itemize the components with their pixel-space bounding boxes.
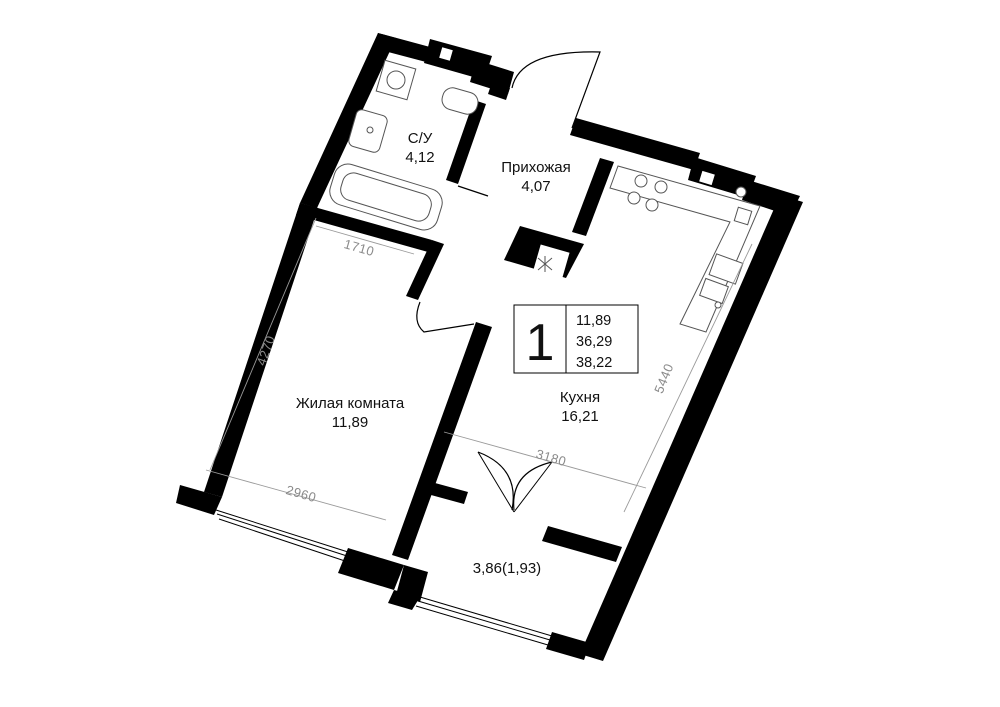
vent-fan-icon (537, 256, 553, 272)
entrance-door (511, 51, 601, 129)
bathroom-door (457, 185, 489, 197)
washing-machine-icon (375, 59, 417, 101)
boiler-icon (733, 186, 753, 226)
badge-total-area: 36,29 (576, 334, 612, 350)
badge-living-area: 11,89 (576, 313, 611, 329)
bathroom-fixtures (329, 59, 479, 231)
svg-text:1710: 1710 (342, 236, 376, 259)
bathtub-icon (329, 163, 443, 231)
room-label-balcony: 3,86(1,93) (473, 560, 541, 577)
inner-walls (392, 82, 622, 562)
dim-kitchen-height: 5440 (651, 361, 676, 395)
doors (416, 51, 601, 513)
kitchen-fixtures (537, 165, 761, 333)
room-label-bathroom: С/У 4,12 (405, 130, 434, 166)
room-label-hallway: Прихожая 4,07 (501, 159, 571, 195)
kitchen-area: 16,21 (561, 408, 599, 425)
room-label-living: Жилая комната 11,89 (296, 395, 405, 431)
rooms-count: 1 (526, 314, 555, 372)
outer-walls (176, 33, 803, 661)
window-living (215, 509, 349, 562)
kitchen-name: Кухня (560, 389, 600, 406)
balcony-area: 3,86(1,93) (473, 560, 541, 577)
badge-total-area-with-balcony: 38,22 (576, 355, 612, 371)
apartment-badge: 1 11,89 36,29 38,22 (513, 304, 639, 374)
hallway-name: Прихожая (501, 159, 571, 176)
living-area: 11,89 (332, 414, 368, 431)
stove-icon (627, 174, 668, 212)
windows (215, 45, 717, 646)
kitchen-sink-icon (699, 253, 744, 309)
dim-living-width-top: 1710 (342, 236, 376, 259)
hallway-area: 4,07 (521, 178, 550, 195)
toilet-icon (441, 87, 479, 115)
svg-text:5440: 5440 (651, 361, 676, 395)
living-door (416, 301, 475, 333)
svg-text:2960: 2960 (284, 482, 318, 505)
room-label-kitchen: Кухня 16,21 (560, 389, 600, 425)
window-balcony (415, 596, 553, 646)
sink-icon (348, 109, 388, 153)
bathroom-name: С/У (408, 130, 433, 147)
bathroom-area: 4,12 (405, 149, 434, 166)
dim-living-width-bottom: 2960 (284, 482, 318, 505)
window-kitchen-top (697, 169, 717, 187)
living-name: Жилая комната (296, 395, 405, 412)
window-bath-top (437, 45, 455, 63)
dimension-lines (205, 217, 753, 521)
balcony-door (477, 451, 553, 513)
